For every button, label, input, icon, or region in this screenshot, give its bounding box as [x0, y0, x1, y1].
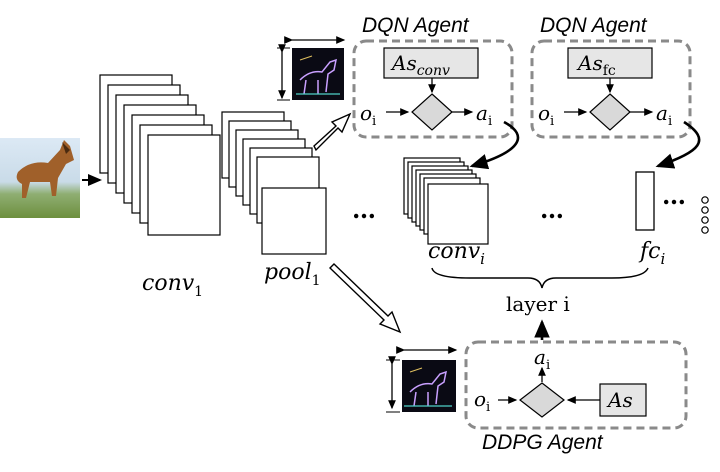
- fc-i-layer: [635, 171, 655, 231]
- decision-diamond: [411, 93, 453, 131]
- pool1-label: pool1: [264, 260, 321, 289]
- horse-edge-thumbnail-icon: [292, 48, 344, 100]
- decision-diamond: [519, 382, 565, 418]
- svg-text:oi: oi: [360, 101, 376, 129]
- svg-text:ai: ai: [476, 101, 492, 129]
- action-arrow-fc: [655, 120, 701, 169]
- svg-text:Asconv: Asconv: [390, 51, 450, 79]
- conv-i-label: convi: [428, 239, 485, 268]
- layer-brace: [431, 267, 649, 289]
- vertical-dots: [701, 196, 709, 234]
- svg-text:Asfc: Asfc: [576, 51, 616, 79]
- action-space-fc: [567, 47, 653, 79]
- ddpg-agent: ai oi As DDPG Agent: [464, 340, 688, 454]
- dqn-agent-fc: DQN Agent Asfc oi ai: [530, 14, 692, 139]
- ddpg-title: DDPG Agent: [482, 431, 604, 454]
- horse-photo-icon: [0, 138, 80, 218]
- decision-diamond: [589, 93, 631, 131]
- dqn-agent-conv: DQN Agent Asconv oi ai: [352, 14, 514, 139]
- layer-i-label: layer i: [506, 292, 570, 316]
- fc-i-label: fci: [638, 239, 665, 268]
- ellipsis-3: …: [662, 181, 686, 210]
- pool1-stack: [221, 111, 327, 255]
- hollow-arrow-to-dqn: [313, 112, 352, 152]
- svg-text:oi: oi: [538, 101, 554, 129]
- svg-text:As: As: [606, 388, 633, 412]
- ellipsis-1: …: [352, 195, 376, 224]
- ellipsis-2: …: [540, 195, 564, 224]
- dqn-conv-title: DQN Agent: [362, 14, 470, 37]
- action-space-conv: [383, 47, 479, 79]
- svg-text:ai: ai: [656, 101, 672, 129]
- action-arrow-conv: [469, 120, 520, 170]
- hollow-arrow-to-ddpg: [329, 263, 402, 334]
- conv-i-stack: [403, 157, 489, 245]
- horse-edge-thumbnail-icon: [402, 360, 456, 412]
- svg-text:ai: ai: [534, 345, 550, 373]
- conv1-stack: [99, 74, 221, 236]
- dqn-fc-title: DQN Agent: [540, 14, 648, 37]
- svg-text:oi: oi: [474, 387, 490, 415]
- conv1-label: conv1: [142, 271, 203, 300]
